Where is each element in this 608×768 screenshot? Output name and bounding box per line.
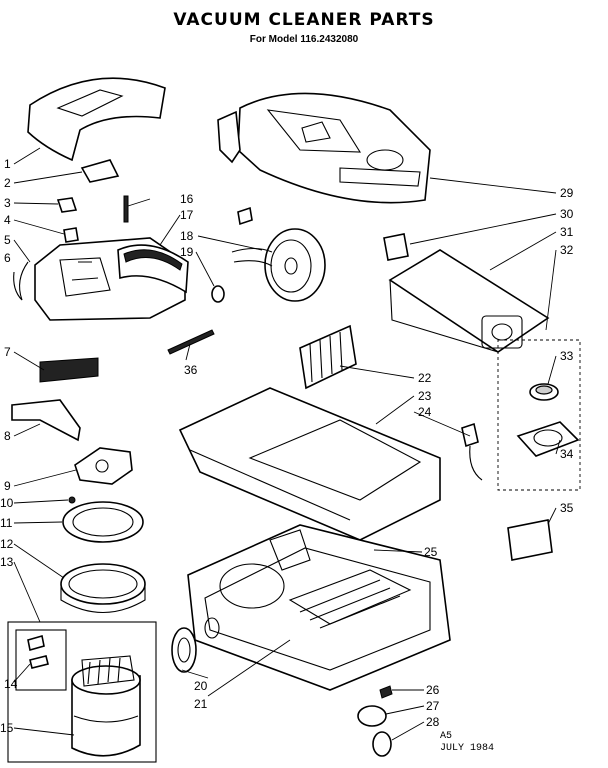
- callout-28: 28: [426, 715, 440, 729]
- gasket-ring-part: [62, 501, 144, 543]
- callout-18: 18: [180, 229, 194, 243]
- callout-1: 1: [4, 157, 11, 171]
- callout-14: 14: [4, 677, 18, 691]
- top-cover-part: [27, 77, 166, 162]
- callout-2: 2: [4, 176, 11, 190]
- callout-8: 8: [4, 429, 11, 443]
- callout-6: 6: [4, 251, 11, 265]
- diagram-subtitle: For Model 116.2432080: [249, 34, 359, 45]
- diagram-title: VACUUM CLEANER PARTS: [173, 10, 435, 30]
- callout-23: 23: [418, 389, 432, 403]
- latch-clip-part: [383, 233, 409, 261]
- stamp-code: A5: [440, 731, 452, 742]
- screw-part: [123, 195, 129, 223]
- switch-part: [461, 422, 483, 481]
- callout-24: 24: [418, 405, 432, 419]
- nut-part: [68, 496, 76, 504]
- callout-20: 20: [194, 679, 208, 693]
- callout-17: 17: [180, 208, 194, 222]
- impeller-part: [74, 447, 133, 485]
- wheel-part: [171, 617, 220, 673]
- filter-grille-part: [299, 324, 357, 390]
- callout-13: 13: [0, 555, 14, 569]
- caster-part: [357, 685, 393, 757]
- callout-25: 25: [424, 545, 438, 559]
- bracket-plate-part: [11, 399, 81, 442]
- callout-27: 27: [426, 699, 440, 713]
- callout-7: 7: [4, 345, 11, 359]
- stamp-date: JULY 1984: [440, 743, 494, 754]
- callout-26: 26: [426, 683, 440, 697]
- bulb-part: [211, 285, 225, 303]
- callout-34: 34: [560, 447, 574, 461]
- callout-19: 19: [180, 245, 194, 259]
- rod-part: [167, 329, 215, 355]
- dust-bag-part: [388, 249, 550, 353]
- wire-part: [13, 261, 29, 301]
- callout-21: 21: [194, 697, 208, 711]
- callout-30: 30: [560, 207, 574, 221]
- callout-9: 9: [4, 479, 11, 493]
- motor-assembly-part: [7, 621, 157, 763]
- callout-15: 15: [0, 721, 14, 735]
- callout-36: 36: [184, 363, 198, 377]
- callout-29: 29: [560, 186, 574, 200]
- motor-housing-part: [34, 237, 189, 321]
- bracket-35-part: [507, 519, 553, 561]
- lid-frame-part: [178, 387, 441, 541]
- callout-4: 4: [4, 213, 11, 227]
- bag-collar-part: [497, 339, 581, 491]
- callout-22: 22: [418, 371, 432, 385]
- filter-plate-part: [39, 357, 99, 383]
- callout-31: 31: [560, 225, 574, 239]
- callout-33: 33: [560, 349, 574, 363]
- cord-reel-part: [231, 206, 326, 302]
- base-housing-part: [187, 524, 451, 691]
- callout-12: 12: [0, 537, 14, 551]
- motor-mount-ring-part: [60, 563, 146, 614]
- callout-11: 11: [0, 516, 13, 530]
- callout-3: 3: [4, 196, 11, 210]
- callout-10: 10: [0, 496, 14, 510]
- small-clips-parts: [56, 159, 120, 243]
- leader-lines: [13, 147, 561, 741]
- callout-labels: 1 2 3 4 5 6 7 8 9 10 11 12 13 14 15 16 1…: [0, 157, 574, 735]
- callout-35: 35: [560, 501, 574, 515]
- callout-5: 5: [4, 233, 11, 247]
- upper-housing-part: [217, 92, 431, 204]
- callout-32: 32: [560, 243, 574, 257]
- callout-16: 16: [180, 192, 194, 206]
